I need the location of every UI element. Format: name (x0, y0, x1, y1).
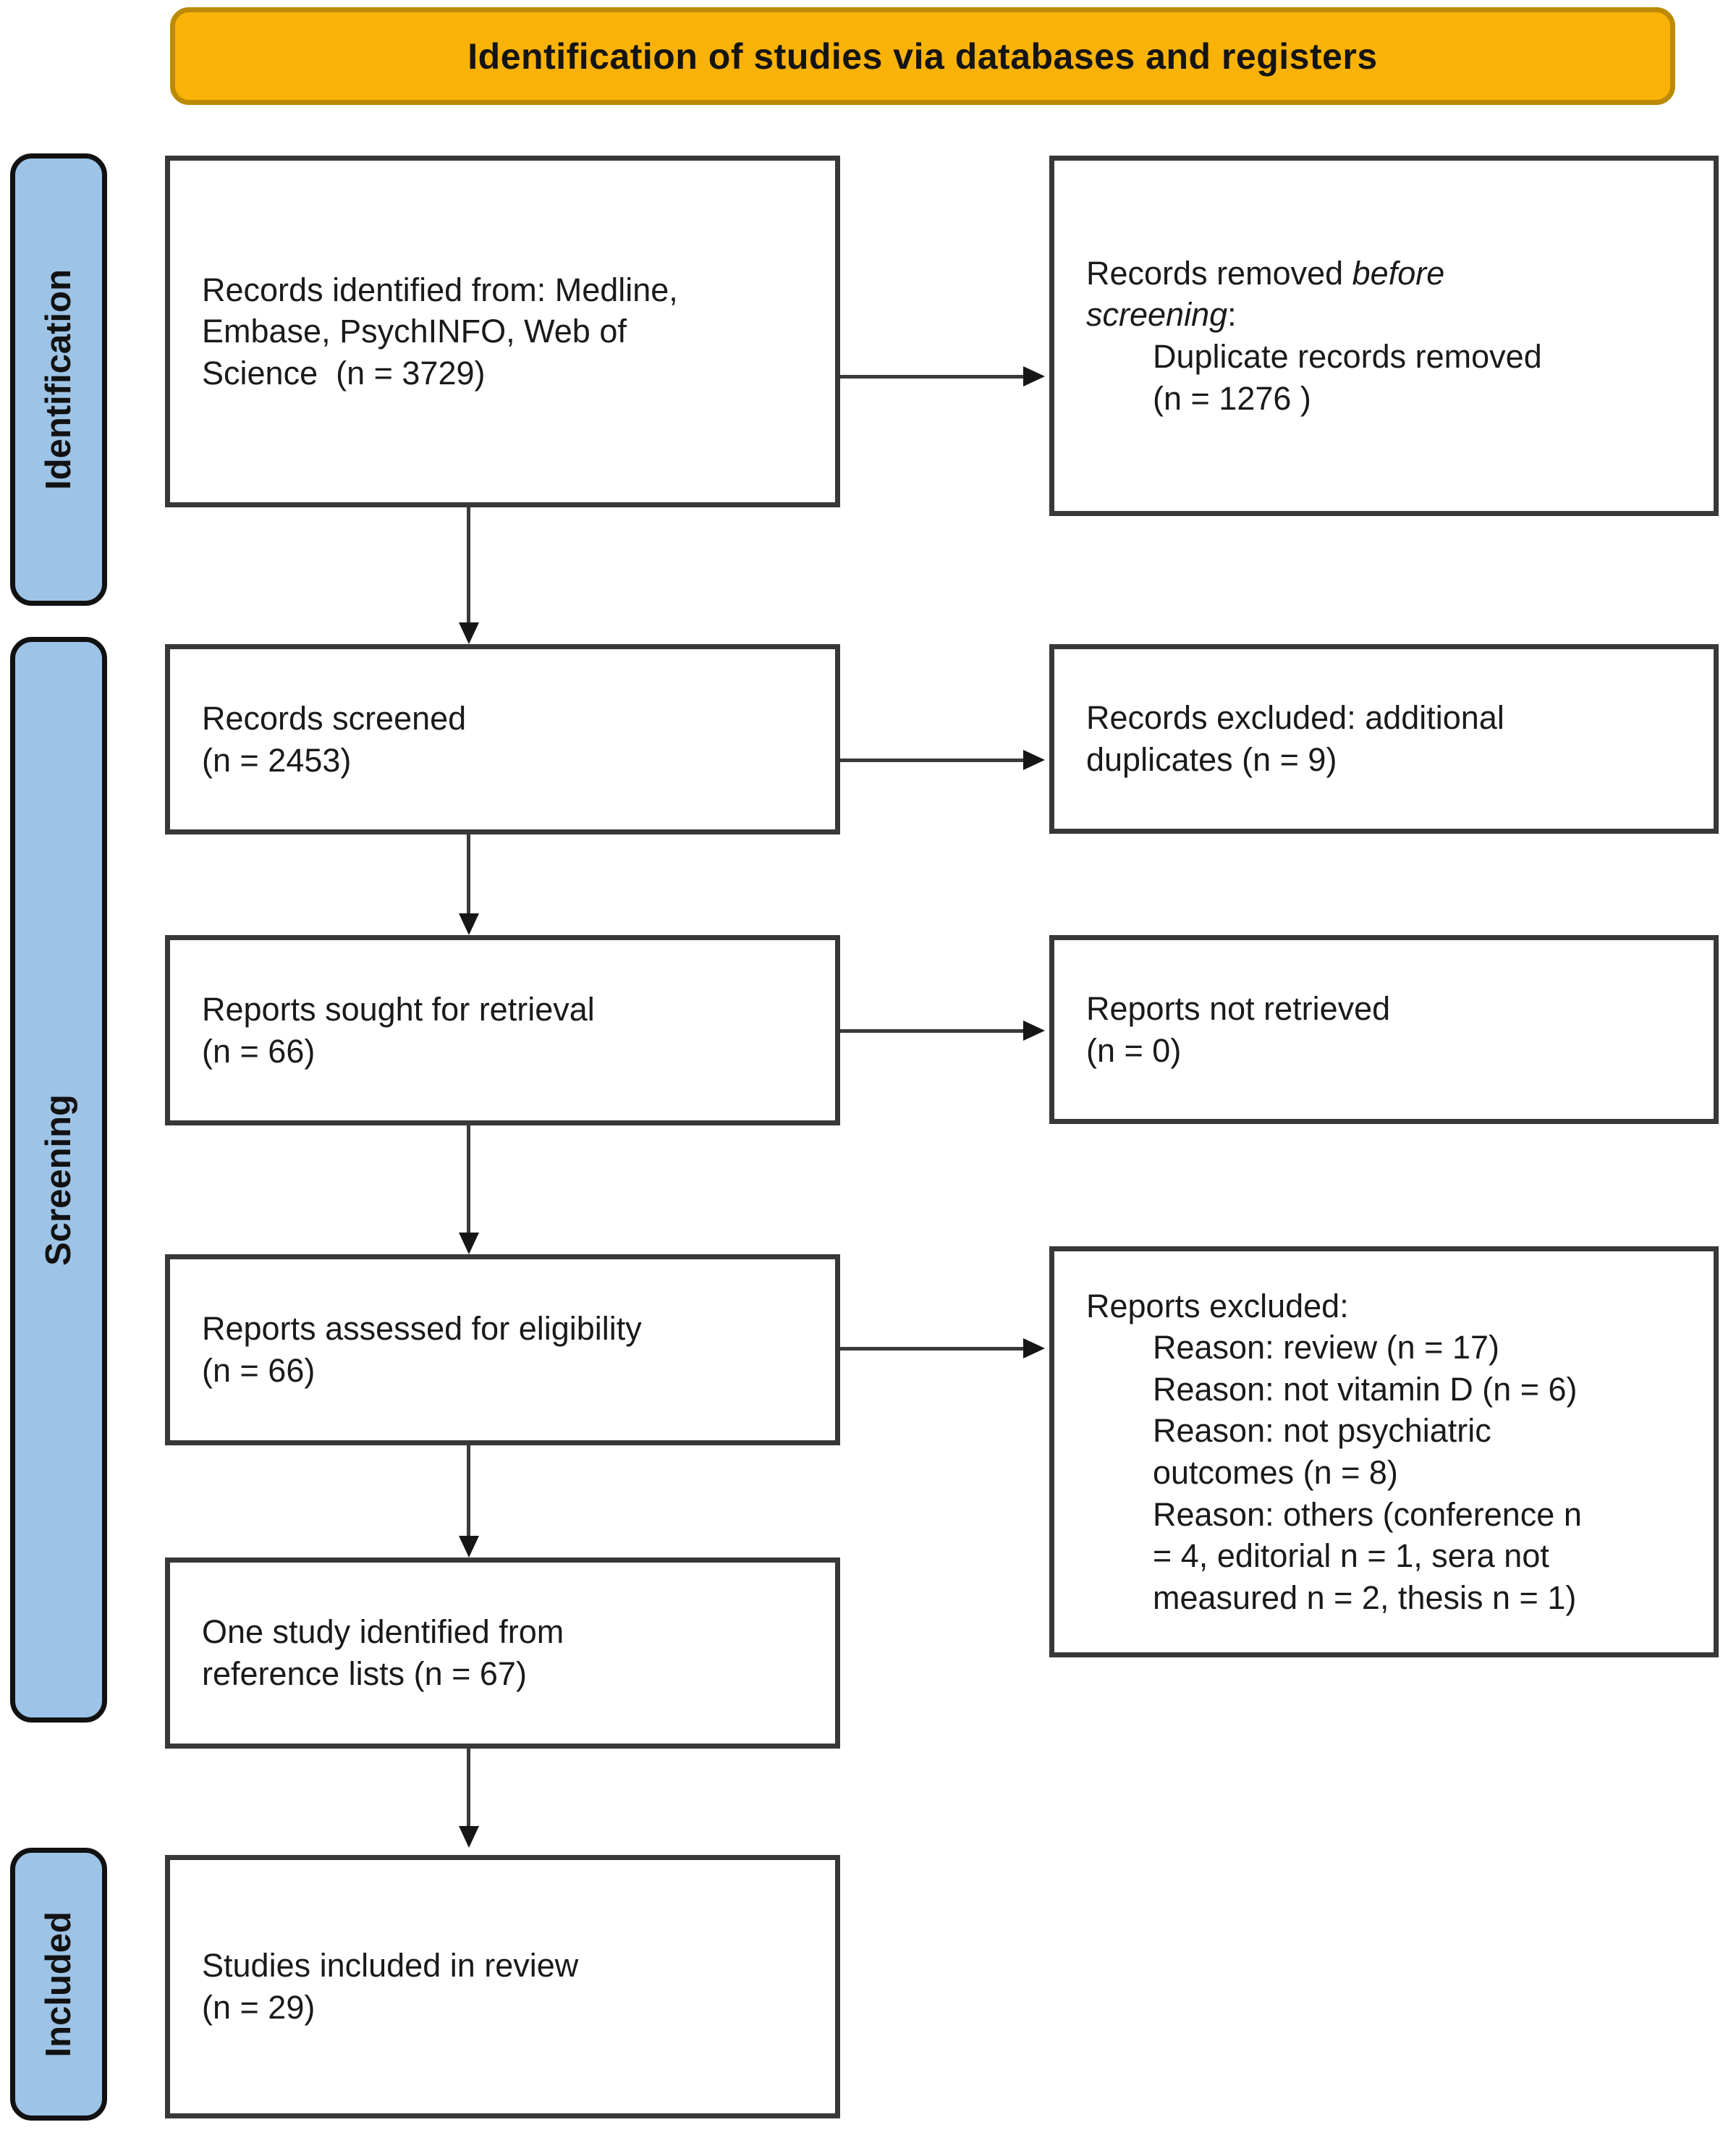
studies-included-text: Studies included in review (n = 29) (202, 1947, 579, 2026)
records-removed-text: Records removed before screening: (1086, 253, 1696, 336)
arrow-line (840, 758, 1025, 762)
arrow-line (840, 1029, 1025, 1033)
reports-excluded-reason: Reason: not psychiatric outcomes (n = 8) (1153, 1412, 1491, 1491)
arrow-line (467, 834, 470, 915)
arrow-line (467, 1445, 470, 1537)
arrowhead-down-icon (459, 622, 479, 644)
arrowhead-right-icon (1023, 750, 1045, 770)
reports-sought-text: Reports sought for retrieval (n = 66) (202, 990, 595, 1070)
arrowhead-down-icon (459, 1233, 479, 1254)
arrowhead-down-icon (459, 1536, 479, 1558)
box-records-excluded: Records excluded: additional duplicates … (1049, 644, 1719, 834)
stage-identification-label: Identification (39, 269, 78, 490)
box-records-screened: Records screened (n = 2453) (165, 644, 840, 834)
arrowhead-down-icon (459, 913, 479, 935)
box-records-identified: Records identified from: Medline, Embase… (165, 156, 840, 507)
stage-screening: Screening (10, 637, 107, 1723)
box-reports-not-retrieved: Reports not retrieved (n = 0) (1049, 935, 1719, 1124)
banner: Identification of studies via databases … (170, 7, 1675, 105)
arrowhead-right-icon (1023, 1020, 1045, 1041)
records-excluded-text: Records excluded: additional duplicates … (1086, 699, 1504, 778)
stage-identification: Identification (10, 153, 107, 606)
arrowhead-right-icon (1023, 1338, 1045, 1358)
records-removed-suffix: : (1227, 296, 1237, 334)
arrowhead-down-icon (459, 1826, 479, 1848)
reports-assessed-text: Reports assessed for eligibility (n = 66… (202, 1310, 642, 1389)
banner-title: Identification of studies via databases … (467, 35, 1378, 77)
records-identified-text: Records identified from: Medline, Embase… (202, 271, 678, 392)
reports-not-retrieved-text: Reports not retrieved (n = 0) (1086, 989, 1391, 1069)
records-removed-prefix: Records removed (1086, 254, 1352, 292)
stage-included-label: Included (39, 1911, 78, 2058)
box-records-removed: Records removed before screening: Duplic… (1049, 156, 1719, 516)
stage-screening-label: Screening (39, 1094, 78, 1266)
study-from-references-text: One study identified from reference list… (202, 1613, 564, 1692)
reports-excluded-title: Reports excluded: (1086, 1287, 1349, 1324)
arrow-line (467, 1749, 470, 1827)
arrow-line (840, 375, 1025, 379)
records-removed-detail: Duplicate records removed (n = 1276 ) (1153, 338, 1542, 417)
arrow-line (467, 1125, 470, 1234)
stage-included: Included (10, 1848, 107, 2121)
arrow-line (467, 507, 470, 624)
records-removed-italic: before screening (1086, 254, 1445, 334)
box-reports-assessed: Reports assessed for eligibility (n = 66… (165, 1254, 840, 1445)
reports-excluded-reason: Reason: not vitamin D (n = 6) (1153, 1370, 1578, 1408)
reports-excluded-reason: Reason: others (conference n = 4, editor… (1153, 1495, 1582, 1616)
box-reports-sought: Reports sought for retrieval (n = 66) (165, 935, 840, 1125)
arrowhead-right-icon (1023, 366, 1045, 386)
box-reports-excluded: Reports excluded: Reason: review (n = 17… (1049, 1246, 1719, 1657)
arrow-line (840, 1347, 1025, 1351)
box-study-from-references: One study identified from reference list… (165, 1558, 840, 1749)
reports-excluded-reason: Reason: review (n = 17) (1153, 1329, 1499, 1366)
records-screened-text: Records screened (n = 2453) (202, 699, 467, 779)
box-studies-included: Studies included in review (n = 29) (165, 1855, 840, 2118)
